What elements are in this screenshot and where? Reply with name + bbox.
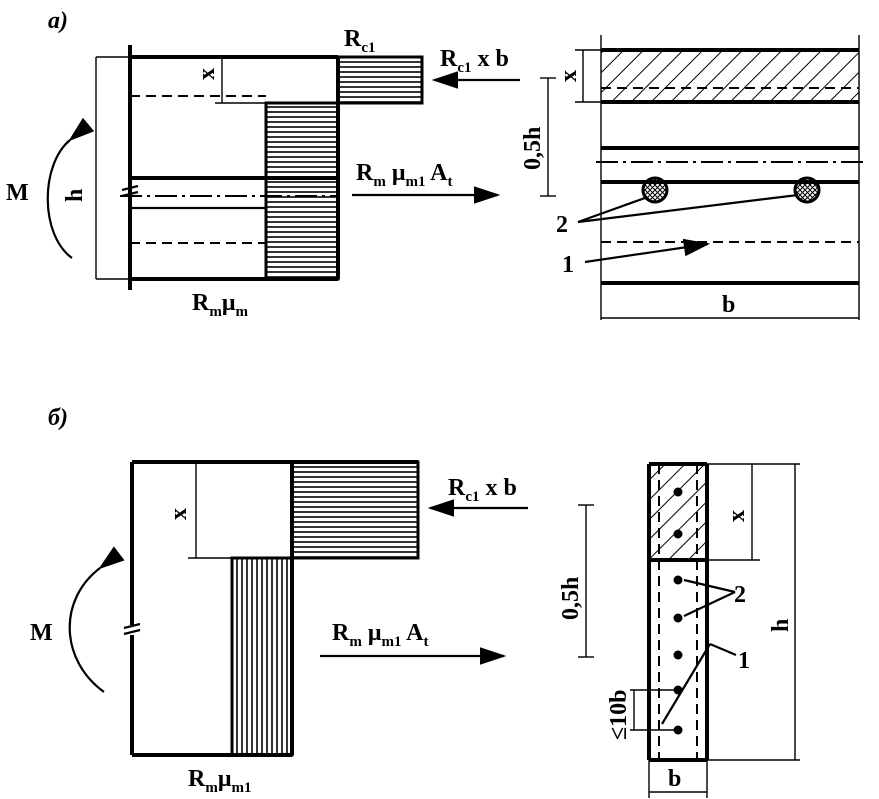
panel-b-rebar-4 xyxy=(673,613,683,623)
panel-a-b-label: b xyxy=(722,292,735,318)
panel-a-h-label: h xyxy=(62,189,88,202)
panel-b-spacing-dimension: ≤10b xyxy=(606,689,678,740)
panel-b-rebar-1 xyxy=(673,487,683,497)
panel-a-tension-force: Rm μm1 At xyxy=(352,160,501,204)
panel-a-rebar-right xyxy=(793,176,821,204)
panel-b-moment: M xyxy=(30,546,125,693)
panel-a-rebar-left xyxy=(641,176,669,204)
panel-b-rebar-3 xyxy=(673,575,683,585)
panel-b-b-dimension: b xyxy=(649,766,707,793)
panel-b-rebar-2 xyxy=(673,529,683,539)
panel-b-compression-block xyxy=(290,460,420,560)
panel-a-bottom-label: Rmμm xyxy=(192,290,248,320)
panel-b-rebar-5 xyxy=(673,650,683,660)
panel-b-leader-1: 1 xyxy=(661,642,750,725)
panel-b-tension-force-label: Rm μm1 At xyxy=(332,620,428,650)
panel-a-x-dimension: x xyxy=(194,57,266,104)
panel-b-tag: б) xyxy=(48,405,68,431)
panel-a-tag: а) xyxy=(48,8,68,34)
panel-b-h-label: h xyxy=(768,619,794,632)
panel-a-x-label-left: x xyxy=(194,68,220,80)
panel-b-b-label: b xyxy=(668,766,681,792)
panel-b-compression-force: Rc1 x b xyxy=(427,475,528,517)
panel-b-section-outline xyxy=(123,460,418,757)
panel-a-label-1: 1 xyxy=(562,252,574,278)
panel-b-compression-force-label: Rc1 x b xyxy=(448,475,517,505)
panel-b-cross-section xyxy=(647,462,709,798)
panel-b-x-label-left: x xyxy=(166,508,192,520)
panel-a-tension-force-label: Rm μm1 At xyxy=(356,160,452,190)
panel-b-x-label-right: x xyxy=(724,510,750,522)
panel-a-tension-block xyxy=(264,101,340,281)
panel-a-rc-top-label: Rc1 xyxy=(344,26,376,56)
panel-b-tension-force: Rm μm1 At xyxy=(320,620,507,665)
panel-a-half-h-dimension: 0,5h xyxy=(520,77,556,197)
panel-a-moment: M xyxy=(6,117,95,259)
panel-b-label-1: 1 xyxy=(738,648,750,674)
panel-b-label-2: 2 xyxy=(734,582,746,608)
panel-b-bottom-label: Rmμm1 xyxy=(188,766,251,796)
panel-a-x-dimension-right: x xyxy=(556,49,601,103)
panel-b-x-dimension: x xyxy=(166,462,232,559)
panel-a-leader-1: 1 xyxy=(562,238,711,278)
panel-a-compression-force-label: Rc1 x b xyxy=(440,46,509,76)
panel-b-x-dimension-right: x xyxy=(707,463,760,561)
panel-a-b-dimension: b xyxy=(601,292,859,319)
panel-b-half-h-dimension: 0,5h xyxy=(558,504,594,658)
panel-a-leader-2: 2 xyxy=(556,193,799,238)
panel-a-cross-section xyxy=(596,35,866,320)
panel-a: а) x h xyxy=(6,8,866,320)
panel-a-moment-label: M xyxy=(6,180,29,206)
panel-b-half-h-label: 0,5h xyxy=(558,577,584,620)
panel-b-moment-label: M xyxy=(30,620,53,646)
panel-a-half-h-label: 0,5h xyxy=(520,127,546,170)
panel-a-label-2: 2 xyxy=(556,212,568,238)
panel-a-x-label-right: x xyxy=(556,70,582,82)
panel-b-spacing-label: ≤10b xyxy=(606,689,632,740)
panel-b-leader-2: 2 xyxy=(683,578,746,617)
panel-b: б) x M Rc1 x b xyxy=(30,405,800,798)
panel-b-tension-block xyxy=(230,556,294,757)
panel-a-compression-force: Rc1 x b xyxy=(431,46,520,89)
panel-a-compression-block xyxy=(336,55,424,105)
panel-b-h-dimension: h xyxy=(707,463,800,761)
